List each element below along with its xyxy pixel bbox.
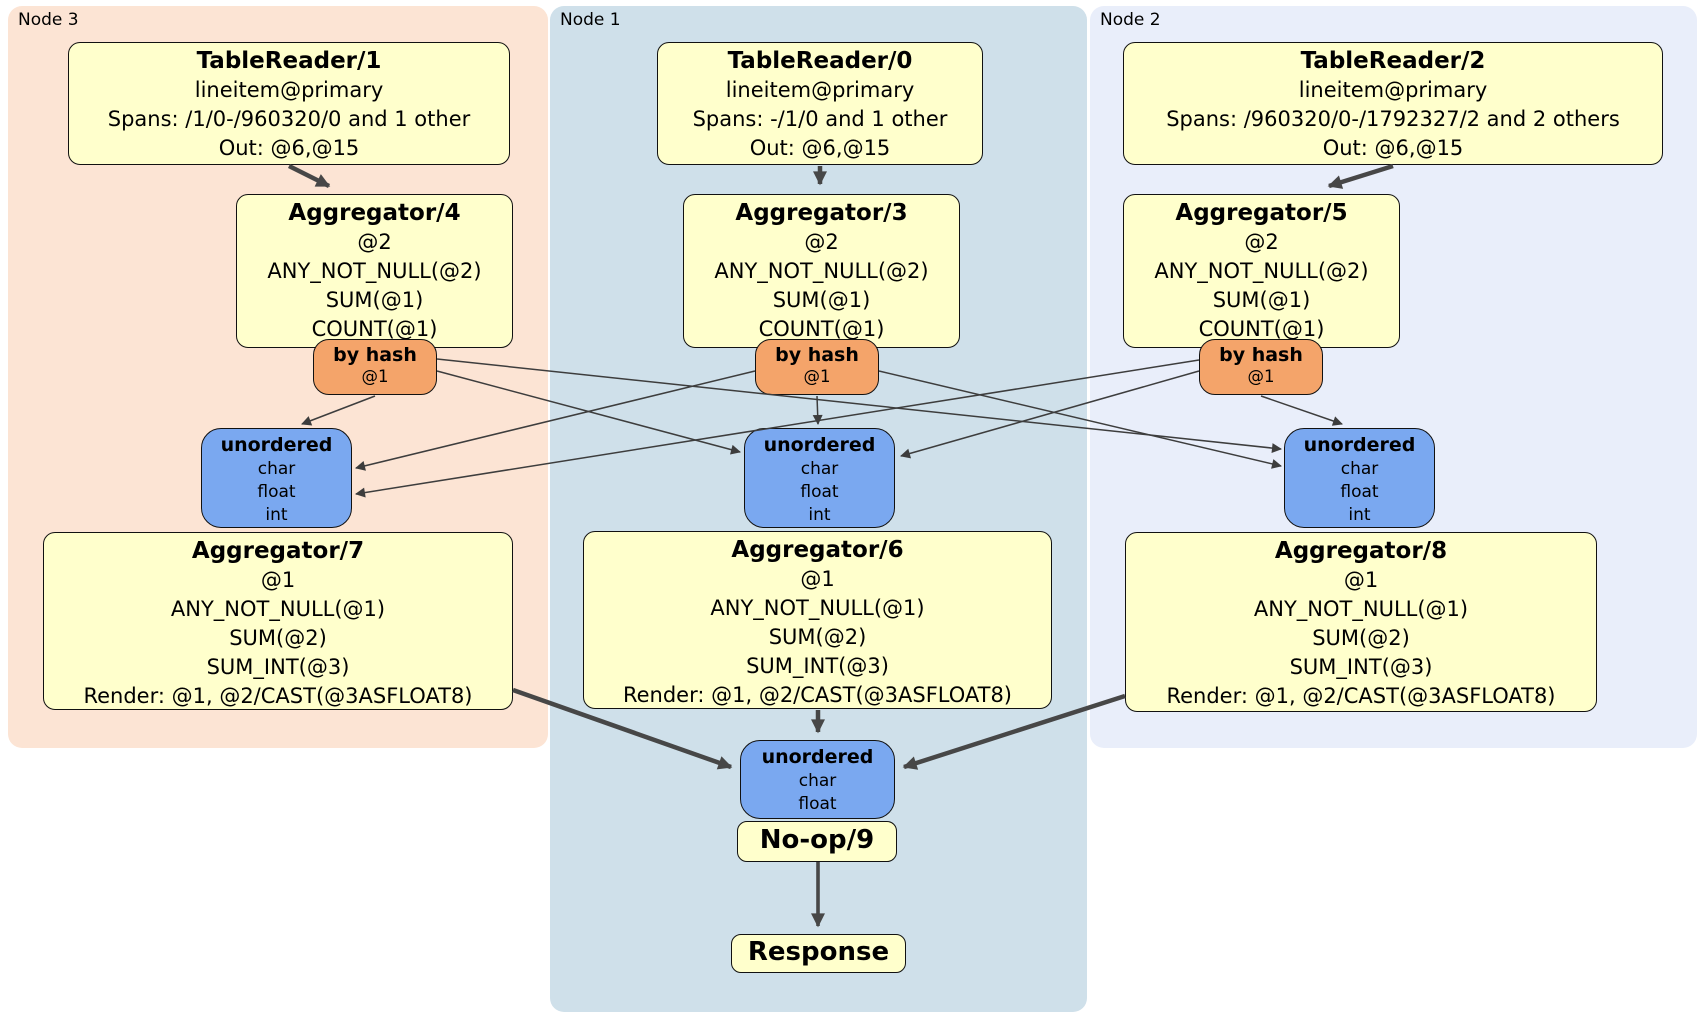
node-title: TableReader/1 — [196, 48, 382, 74]
node-detail: Render: @1, @2/CAST(@3ASFLOAT8) — [1166, 684, 1556, 708]
sync-column: char — [800, 459, 839, 479]
node-detail: SUM_INT(@3) — [1289, 655, 1433, 679]
node-detail: Out: @6,@15 — [749, 136, 891, 160]
node-detail: lineitem@primary — [725, 78, 915, 102]
node-detail: ANY_NOT_NULL(@1) — [170, 597, 386, 621]
sync-column: int — [1348, 505, 1371, 525]
node-title: Aggregator/5 — [1175, 200, 1348, 226]
node-detail: COUNT(@1) — [1198, 317, 1325, 341]
node-detail: @2 — [804, 230, 839, 254]
node-detail: SUM_INT(@3) — [206, 655, 350, 679]
sync-title: unordered — [763, 434, 876, 456]
node-detail: @1 — [1343, 568, 1379, 592]
node-detail: Render: @1, @2/CAST(@3ASFLOAT8) — [83, 684, 473, 708]
node-detail: ANY_NOT_NULL(@1) — [710, 596, 925, 620]
node-title: No-op/9 — [759, 825, 875, 855]
hash-router-right: by hash @1 — [1199, 339, 1323, 395]
node-detail: lineitem@primary — [1298, 78, 1488, 102]
node-title: Aggregator/3 — [735, 200, 908, 226]
noop-9-node: No-op/9 — [737, 821, 897, 862]
node-title: TableReader/0 — [727, 48, 913, 74]
node3-label: Node 3 — [18, 10, 79, 30]
router-detail: @1 — [1247, 367, 1275, 386]
node-detail: SUM(@2) — [768, 625, 867, 649]
sync-column: int — [808, 505, 831, 525]
node-detail: @1 — [260, 568, 296, 592]
hash-router-mid: by hash @1 — [755, 339, 879, 395]
node-detail: ANY_NOT_NULL(@2) — [714, 259, 929, 283]
node-detail: SUM(@2) — [1312, 626, 1410, 650]
sync-column: char — [798, 771, 837, 791]
node-title: Aggregator/8 — [1274, 538, 1448, 564]
node-detail: Spans: /1/0-/960320/0 and 1 other — [107, 107, 471, 131]
node-detail: SUM_INT(@3) — [746, 654, 889, 678]
aggregator-7-node: Aggregator/7 @1 ANY_NOT_NULL(@1) SUM(@2)… — [43, 532, 513, 710]
node-detail: Out: @6,@15 — [1322, 136, 1464, 160]
sync-column: float — [257, 482, 296, 502]
router-title: by hash — [775, 344, 859, 366]
sync-title: unordered — [761, 746, 874, 768]
node-detail: SUM(@1) — [772, 288, 871, 312]
unordered-sync-left: unordered char float int — [201, 428, 352, 528]
router-detail: @1 — [803, 367, 831, 386]
node-detail: @1 — [800, 567, 835, 591]
sync-column: char — [257, 459, 296, 479]
unordered-sync-final: unordered char float — [740, 740, 895, 819]
node-detail: lineitem@primary — [194, 78, 384, 102]
node-detail: COUNT(@1) — [758, 317, 885, 341]
sync-column: float — [1340, 482, 1379, 502]
aggregator-4-node: Aggregator/4 @2 ANY_NOT_NULL(@2) SUM(@1)… — [236, 194, 513, 348]
aggregator-3-node: Aggregator/3 @2 ANY_NOT_NULL(@2) SUM(@1)… — [683, 194, 960, 348]
node1-label: Node 1 — [560, 10, 621, 30]
sync-column: float — [800, 482, 839, 502]
tablereader-0-node: TableReader/0 lineitem@primary Spans: -/… — [657, 42, 983, 165]
aggregator-6-node: Aggregator/6 @1 ANY_NOT_NULL(@1) SUM(@2)… — [583, 531, 1052, 709]
node-title: TableReader/2 — [1300, 48, 1486, 74]
node-detail: Out: @6,@15 — [218, 136, 360, 160]
node-detail: Render: @1, @2/CAST(@3ASFLOAT8) — [622, 683, 1013, 707]
node-detail: ANY_NOT_NULL(@1) — [1253, 597, 1469, 621]
node-detail: ANY_NOT_NULL(@2) — [267, 259, 482, 283]
router-title: by hash — [1219, 344, 1303, 366]
tablereader-2-node: TableReader/2 lineitem@primary Spans: /9… — [1123, 42, 1663, 165]
node-detail: SUM(@1) — [1212, 288, 1311, 312]
aggregator-8-node: Aggregator/8 @1 ANY_NOT_NULL(@1) SUM(@2)… — [1125, 532, 1597, 712]
response-node: Response — [731, 934, 906, 973]
sync-title: unordered — [220, 434, 333, 456]
sync-column: int — [265, 505, 288, 525]
router-title: by hash — [333, 344, 417, 366]
node-detail: ANY_NOT_NULL(@2) — [1154, 259, 1369, 283]
node-detail: COUNT(@1) — [311, 317, 438, 341]
node-title: Aggregator/4 — [288, 200, 461, 226]
unordered-sync-right: unordered char float int — [1284, 428, 1435, 528]
node-detail: @2 — [1244, 230, 1279, 254]
sync-column: float — [798, 794, 837, 814]
unordered-sync-mid: unordered char float int — [744, 428, 895, 528]
node-detail: SUM(@2) — [229, 626, 327, 650]
hash-router-left: by hash @1 — [313, 339, 437, 395]
aggregator-5-node: Aggregator/5 @2 ANY_NOT_NULL(@2) SUM(@1)… — [1123, 194, 1400, 348]
tablereader-1-node: TableReader/1 lineitem@primary Spans: /1… — [68, 42, 510, 165]
node-title: Response — [747, 937, 890, 967]
router-detail: @1 — [361, 367, 389, 386]
node-title: Aggregator/7 — [191, 538, 365, 564]
node-detail: @2 — [357, 230, 392, 254]
node-detail: Spans: -/1/0 and 1 other — [692, 107, 948, 131]
node-detail: SUM(@1) — [325, 288, 424, 312]
sync-title: unordered — [1303, 434, 1416, 456]
node-detail: Spans: /960320/0-/1792327/2 and 2 others — [1166, 107, 1620, 131]
node2-label: Node 2 — [1100, 10, 1161, 30]
node-title: Aggregator/6 — [731, 537, 904, 563]
sync-column: char — [1340, 459, 1379, 479]
